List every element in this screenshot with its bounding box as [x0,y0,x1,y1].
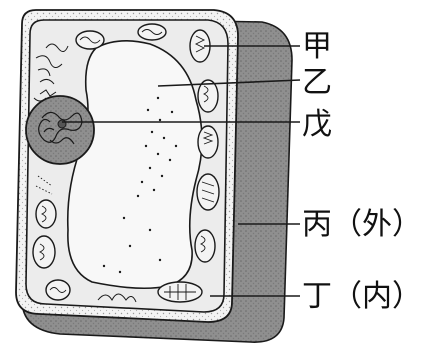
label-jia: 甲 [302,29,332,64]
vacuole [68,41,202,288]
label-wu: 戊 [302,107,332,142]
label-yi: 乙 [302,65,332,100]
label-bing: 丙（外） [302,207,422,242]
nucleus [26,96,94,164]
label-ding: 丁（内） [302,279,422,314]
